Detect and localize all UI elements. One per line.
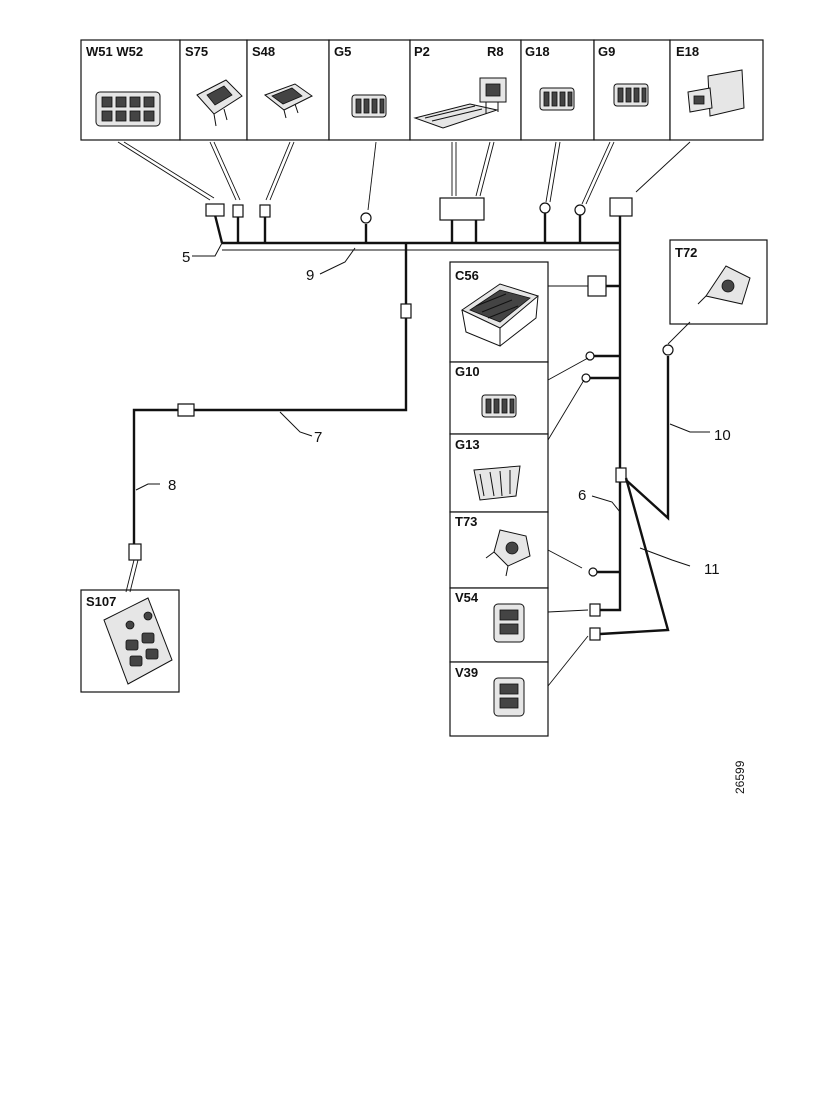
connector-g9: [574, 204, 586, 216]
wire-branch-11: [599, 477, 670, 636]
harness-number-9: 9: [306, 267, 314, 284]
connector-w51: [205, 203, 225, 217]
harness-number-7: 7: [314, 429, 322, 446]
connector-c56: [587, 275, 607, 297]
connector-g5: [360, 212, 372, 224]
label-r8: R8: [487, 44, 504, 59]
label-s107: S107: [86, 594, 116, 609]
connector-illustration-g5: [351, 94, 387, 118]
harness-number-5: 5: [182, 249, 190, 266]
switch-panel-illustration: [95, 91, 161, 127]
connector-s107: [128, 543, 142, 561]
connector-illustration-g9: [613, 83, 649, 107]
label-g5: G5: [334, 44, 351, 59]
label-s48: S48: [252, 44, 275, 59]
connector-e18: [609, 197, 633, 217]
wiring-harness: [117, 141, 710, 687]
harness-number-6: 6: [578, 487, 586, 504]
component-box-e18: [669, 39, 764, 141]
connector-s48: [259, 204, 271, 218]
label-s75: S75: [185, 44, 208, 59]
connector-g18: [539, 202, 551, 214]
label-g18: G18: [525, 44, 550, 59]
sensor-illustration-t73: [485, 529, 531, 577]
label-p2: P2: [414, 44, 430, 59]
connector-p2-r8: [439, 197, 485, 221]
label-c56: C56: [455, 268, 479, 283]
harness-number-8: 8: [168, 477, 176, 494]
switch-illustration: [263, 83, 313, 119]
relay-illustration-e18: [687, 69, 745, 117]
rocker-switch-illustration: [196, 79, 243, 127]
label-g9: G9: [598, 44, 615, 59]
label-v39: V39: [455, 665, 478, 680]
harness-number-11: 11: [704, 561, 720, 578]
label-w51w52: W51 W52: [86, 44, 143, 59]
figure-number: 26599: [733, 760, 747, 794]
harness-number-10: 10: [714, 427, 731, 444]
component-box-g5: [328, 39, 411, 141]
label-e18: E18: [676, 44, 699, 59]
component-t72: T72: [669, 239, 768, 325]
connector-t72: [662, 344, 674, 356]
label-g10: G10: [455, 364, 480, 379]
board-illustration-p2-r8: [413, 77, 507, 129]
connector-illustration-g13: [473, 465, 521, 501]
wire-branch-6: [596, 243, 622, 612]
wire-branch-7-8: [132, 243, 408, 546]
right-component-column: C56 G10 G13 T73 V54 V39: [449, 261, 549, 737]
control-unit-illustration-c56: [460, 283, 540, 347]
label-t73: T73: [455, 514, 477, 529]
valve-illustration-v54: [493, 603, 525, 643]
connector-illustration-g18: [539, 87, 575, 111]
component-s107: S107: [80, 589, 180, 693]
wire-branch-10: [625, 356, 670, 521]
connector-illustration-g10: [481, 394, 517, 418]
label-g13: G13: [455, 437, 480, 452]
connector-s75: [232, 204, 244, 218]
valve-illustration-v39: [493, 677, 525, 717]
label-t72: T72: [675, 245, 697, 260]
label-v54: V54: [455, 590, 479, 605]
top-component-strip: W51 W52 S75 S48 G5 P2 R8 G18 G9 E18: [80, 39, 764, 141]
